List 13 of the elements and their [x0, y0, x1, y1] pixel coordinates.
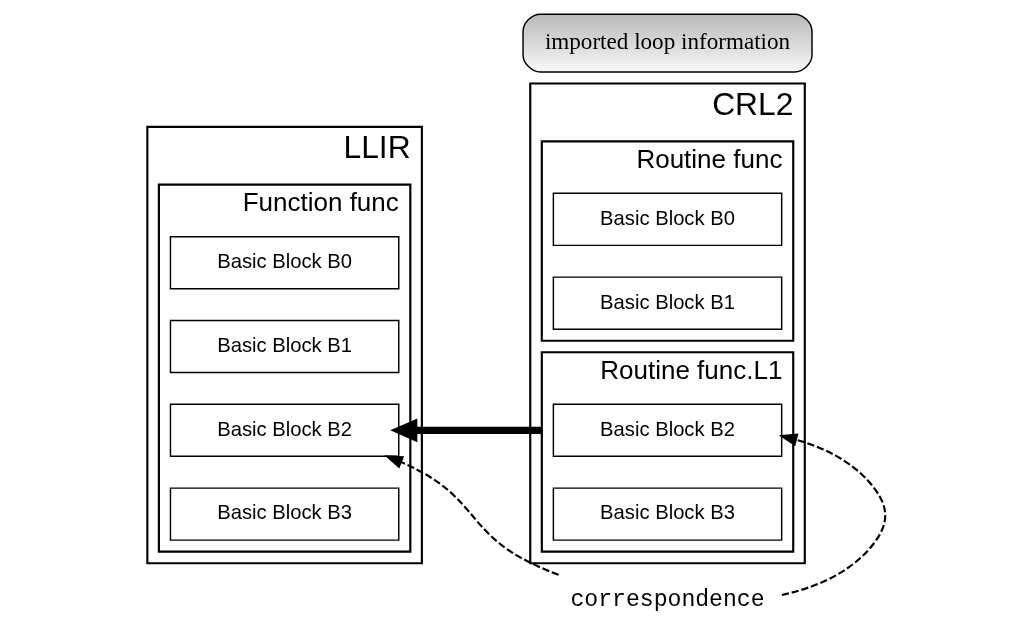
node-box: Basic Block B3 — [169, 487, 399, 541]
node-box: Basic Block B1 — [169, 319, 399, 374]
node-box: Basic Block B3 — [552, 487, 782, 541]
node-box: Basic Block B2 — [169, 403, 399, 458]
arrow — [389, 418, 542, 443]
arrow — [383, 455, 559, 576]
node-box: Basic Block B1 — [552, 276, 782, 330]
node-box: Basic Block B2 — [552, 403, 782, 458]
node-box: imported loop information — [521, 13, 813, 73]
node-box: Basic Block B0 — [552, 192, 782, 247]
node-box: Basic Block B0 — [169, 235, 399, 290]
arrow — [778, 433, 886, 597]
node-text: correspondence — [569, 587, 765, 614]
